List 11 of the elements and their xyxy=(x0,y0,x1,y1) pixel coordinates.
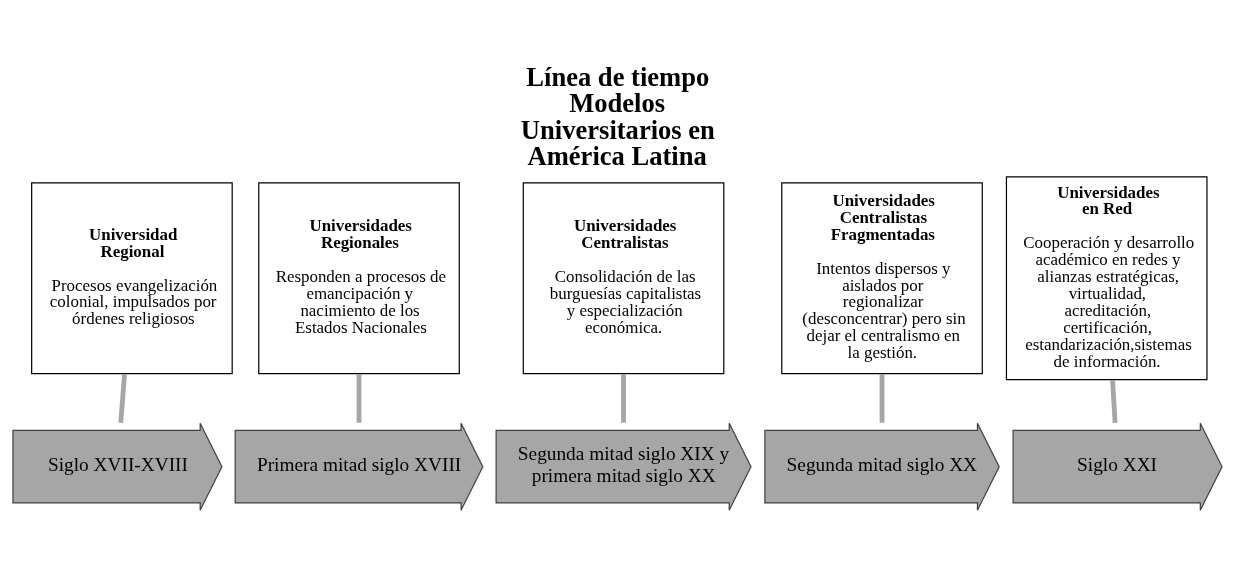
diagram-title: Línea de tiempo Modelos Universitarios en América Latina xyxy=(520,61,715,172)
connector xyxy=(356,374,362,423)
node-box: Universidades Regionales Responden a procesos de emancipación y nacimiento de los Estados Nacionales xyxy=(258,182,460,375)
connector xyxy=(621,374,626,423)
connector xyxy=(879,374,885,423)
node-box: Universidades Centralistas Consolidación de las burguesías capitalistas y especialización económica. xyxy=(522,182,725,375)
connector xyxy=(1110,379,1118,424)
node-box: Universidades Centralistas Fragmentadas Intentos dispersos y aislados por regionalizar (desconcentrar) pero sin dejar el centralismo en la gestión. xyxy=(781,182,983,375)
node-box: Universidades en Red Cooperación y desarrollo académico en redes y alianzas estratégicas, virtualidad, acreditación, certificación, estandarización,sistemas de información. xyxy=(1005,176,1208,381)
connector xyxy=(118,373,127,423)
node-box: Universidad Regional Procesos evangelización colonial, impulsados por órdenes religiosos xyxy=(31,182,233,375)
